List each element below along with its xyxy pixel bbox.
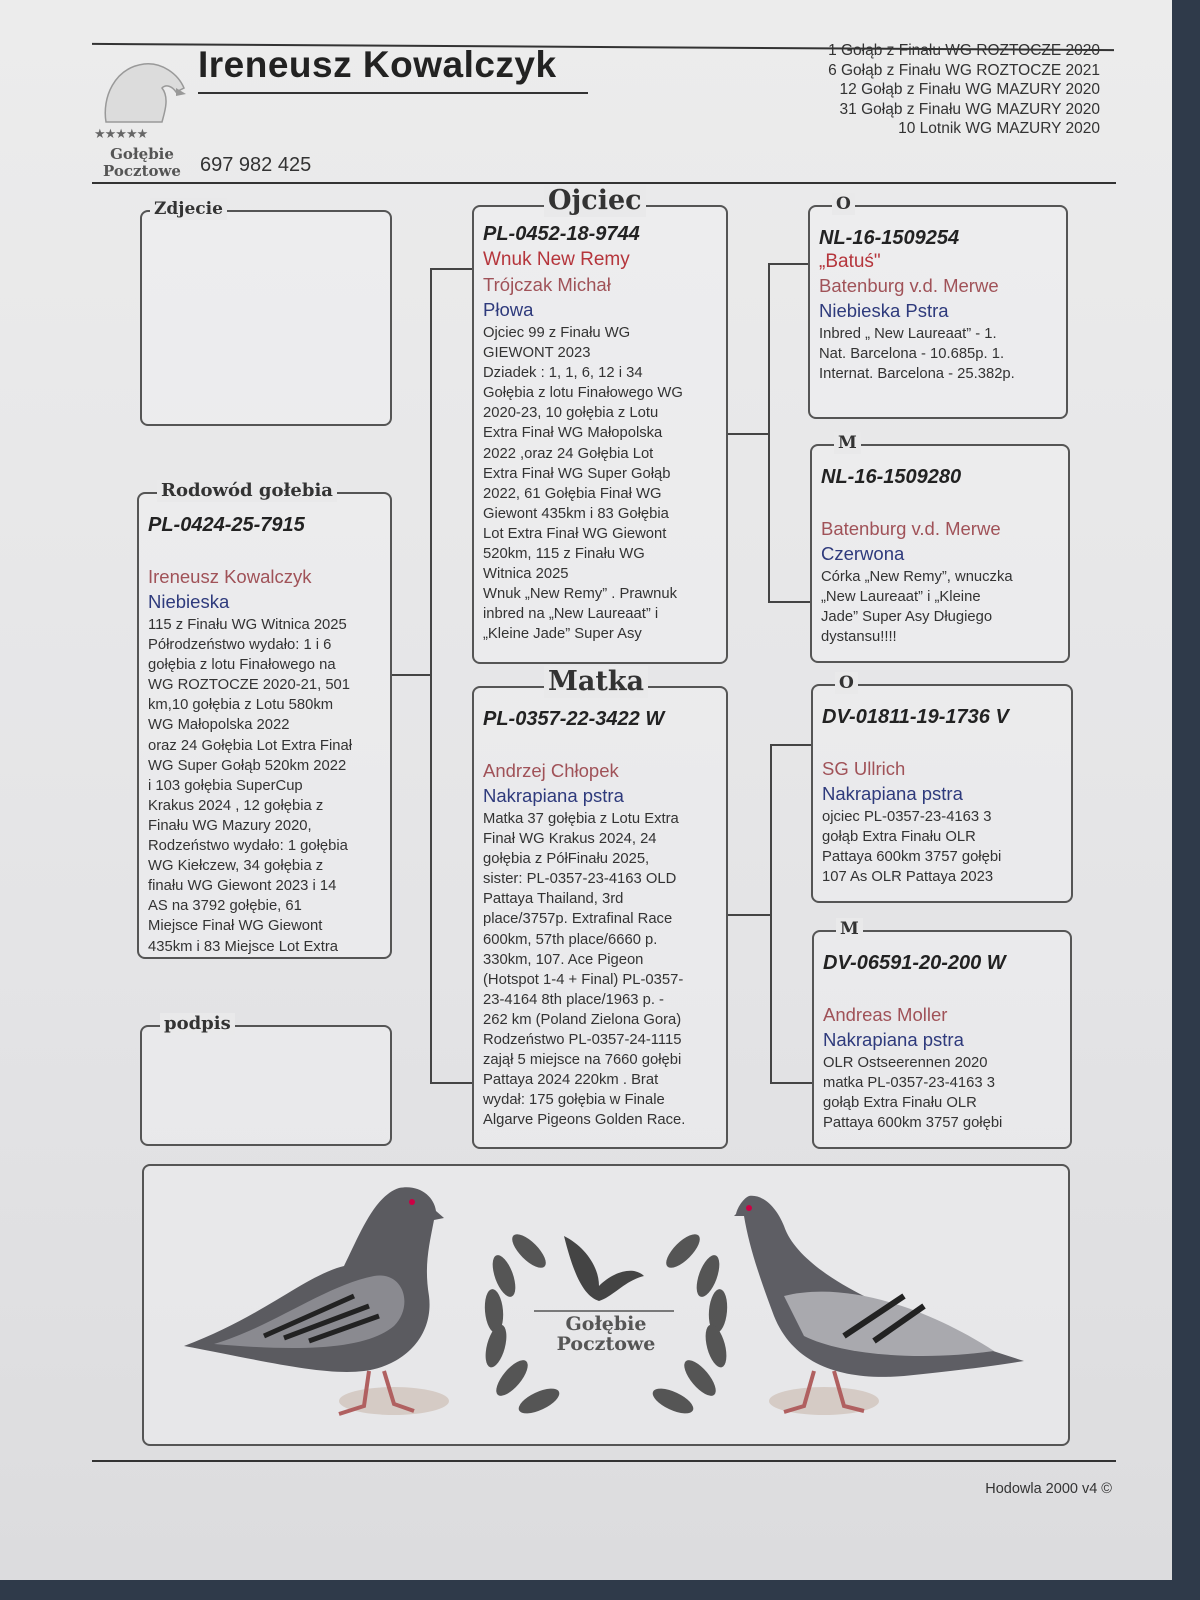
achievement-item: 10 Lotnik WG MAZURY 2020 — [898, 120, 1100, 137]
paternal-grandfather-ring: NL-16-1509254 — [819, 227, 960, 249]
banner-logo-text: Gołębie Pocztowe — [556, 1313, 656, 1355]
paternal-grandmother-breeder: Batenburg v.d. Merwe — [821, 518, 1001, 539]
maternal-grandmother-breeder: Andreas Moller — [823, 1004, 948, 1025]
connector — [770, 744, 811, 746]
father-box: Ojciec PL-0452-18-9744 Wnuk New Remy Tró… — [472, 185, 728, 664]
logo-stars: ★★★★★ — [94, 126, 148, 141]
photo-label: Zdjecie — [150, 198, 227, 220]
achievement-item: 31 Gołąb z Finału WG MAZURY 2020 — [839, 100, 1100, 118]
signature-box: podpis — [140, 1013, 392, 1146]
connector — [770, 1082, 812, 1084]
achievement-item: 1 Gołąb z Finału WG ROZTOCZE 2020 — [828, 42, 1100, 59]
left-pigeon-icon — [184, 1187, 449, 1416]
maternal-grandfather-ring: DV-01811-19-1736 V — [822, 706, 1009, 728]
paternal-grandfather-box: O NL-16-1509254 „Batuś" Batenburg v.d. M… — [808, 193, 1068, 419]
connector — [728, 433, 768, 435]
achievements-list: 1 Gołąb z Finału WG ROZTOCZE 2020 6 Gołą… — [828, 41, 1100, 139]
father-name: Wnuk New Remy — [483, 249, 630, 270]
paternal-grandfather-description: Inbred „ New Laureaat” - 1. Nat. Barcelo… — [819, 326, 1015, 383]
maternal-grandmother-ring: DV-06591-20-200 W — [823, 952, 1006, 974]
father-description: Ojciec 99 z Finału WG GIEWONT 2023 Dziad… — [483, 325, 683, 643]
father-label: Ojciec — [544, 185, 646, 217]
father-ring: PL-0452-18-9744 — [483, 223, 640, 245]
connector — [728, 914, 770, 916]
footer-text: Hodowla 2000 v4 © — [985, 1481, 1112, 1497]
banner-box: Gołębie Pocztowe — [142, 1164, 1070, 1446]
photo-box: Zdjecie — [140, 198, 392, 426]
paternal-grandfather-label: O — [832, 193, 855, 215]
connector — [768, 263, 808, 265]
paternal-grandmother-label: M — [834, 432, 861, 454]
pigeon-colour: Niebieska — [148, 591, 230, 612]
pigeon-label: Rodowód gołebia — [157, 480, 337, 502]
paternal-grandfather-colour: Niebieska Pstra — [819, 300, 949, 321]
paternal-grandfather-breeder: Batenburg v.d. Merwe — [819, 275, 999, 296]
logo-text: Gołębie Pocztowe — [103, 145, 181, 180]
connector — [768, 263, 770, 603]
mother-label: Matka — [544, 666, 649, 698]
mother-ring: PL-0357-22-3422 W — [483, 708, 665, 730]
mother-description: Matka 37 gołębia z Lotu Extra Finał WG K… — [483, 811, 686, 1129]
connector — [768, 601, 810, 603]
paternal-grandmother-colour: Czerwona — [821, 543, 905, 564]
pigeon-head-logo-icon — [104, 63, 186, 123]
pigeon-breeder: Ireneusz Kowalczyk — [148, 566, 312, 587]
maternal-grandmother-label: M — [836, 918, 863, 940]
father-breeder: Trójczak Michał — [483, 274, 611, 295]
owner-name: Ireneusz Kowalczyk — [198, 44, 557, 85]
signature-label: podpis — [160, 1013, 235, 1035]
pigeon-ring: PL-0424-25-7915 — [148, 514, 305, 536]
maternal-grandfather-breeder: SG Ullrich — [822, 758, 906, 779]
connector — [392, 674, 430, 676]
paternal-grandfather-name: „Batuś" — [819, 251, 881, 272]
maternal-grandfather-colour: Nakrapiana pstra — [822, 783, 963, 804]
maternal-grandmother-box: M DV-06591-20-200 W Andreas Moller Nakra… — [812, 918, 1072, 1149]
wreath-logo-icon — [484, 1229, 731, 1419]
maternal-grandmother-colour: Nakrapiana pstra — [823, 1029, 964, 1050]
paternal-grandmother-description: Córka „New Remy”, wnuczka „New Laureaat”… — [821, 569, 1013, 646]
mother-box: Matka PL-0357-22-3422 W Andrzej Chłopek … — [472, 666, 728, 1149]
father-colour: Płowa — [483, 299, 534, 320]
connector — [430, 268, 432, 1084]
title-underline — [198, 92, 588, 94]
achievement-item: 6 Gołąb z Finału WG ROZTOCZE 2021 — [828, 61, 1100, 79]
mother-breeder: Andrzej Chłopek — [483, 760, 619, 781]
connector — [770, 744, 772, 1084]
achievement-item: 12 Gołąb z Finału WG MAZURY 2020 — [839, 81, 1100, 98]
pedigree-sheet: ★★★★★ Gołębie Pocztowe Ireneusz Kowalczy… — [0, 0, 1172, 1580]
right-pigeon-icon — [734, 1195, 1024, 1415]
owner-phone: 697 982 425 — [200, 154, 312, 176]
maternal-grandfather-label: O — [835, 672, 858, 694]
header-bottom-rule — [92, 182, 1116, 184]
mother-colour: Nakrapiana pstra — [483, 785, 624, 806]
connector — [430, 268, 472, 270]
pigeon-description: 115 z Finału WG Witnica 2025 Półrodzeńst… — [148, 617, 352, 955]
connector — [430, 1082, 472, 1084]
paternal-grandmother-ring: NL-16-1509280 — [821, 466, 962, 488]
footer-rule — [92, 1460, 1116, 1462]
maternal-grandfather-description: ojciec PL-0357-23-4163 3 gołąb Extra Fin… — [822, 809, 1002, 886]
paternal-grandmother-box: M NL-16-1509280 Batenburg v.d. Merwe Cze… — [810, 432, 1070, 663]
banner-illustration — [184, 1187, 1024, 1419]
maternal-grandfather-box: O DV-01811-19-1736 V SG Ullrich Nakrapia… — [811, 672, 1073, 903]
maternal-grandmother-description: OLR Ostseerennen 2020 matka PL-0357-23-4… — [823, 1055, 1003, 1132]
club-logo: ★★★★★ Gołębie Pocztowe — [92, 58, 192, 184]
pigeon-box: Rodowód gołebia PL-0424-25-7915 Ireneusz… — [137, 480, 392, 959]
